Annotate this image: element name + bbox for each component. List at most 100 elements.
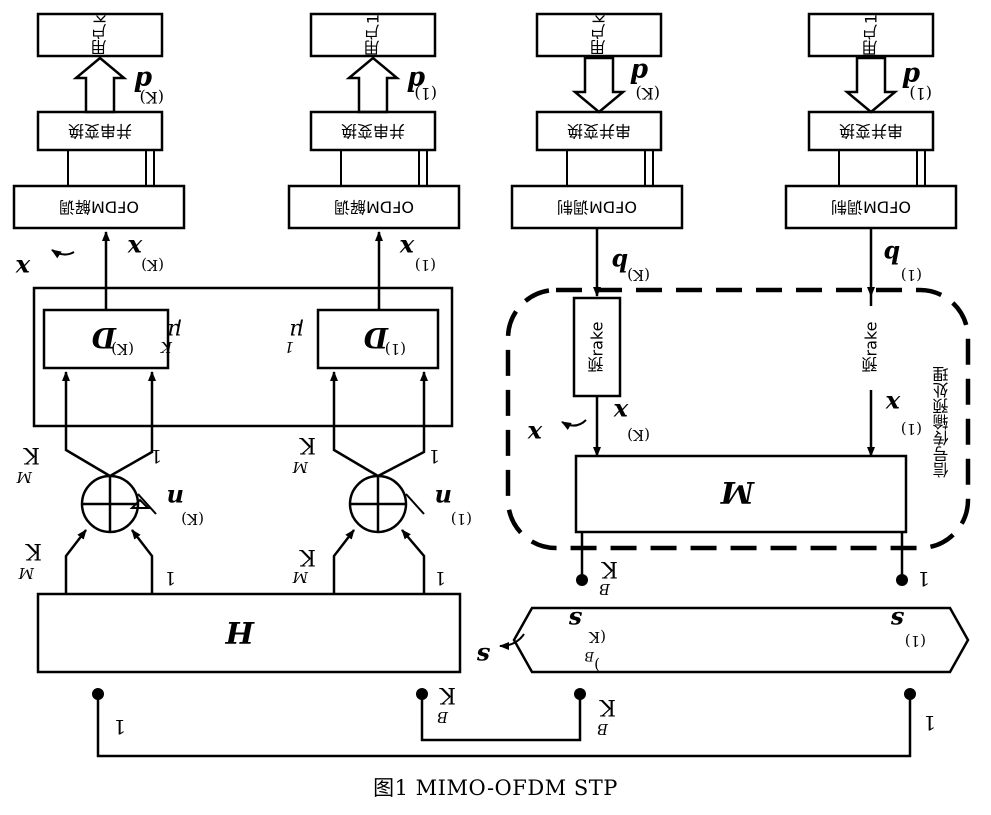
user-1-rx-label: 用户1 <box>364 14 383 56</box>
svg-text:(K): (K) <box>627 426 650 444</box>
svg-text:b: b <box>611 248 628 277</box>
h-port-1 <box>92 688 104 700</box>
svg-text:μ: μ <box>290 318 304 343</box>
label-1-m: 1 <box>917 567 930 591</box>
m-port-kb <box>576 574 588 586</box>
figure-caption: 图1 MIMO-OFDM STP <box>373 776 618 800</box>
label-1-h: 1 <box>113 715 126 739</box>
svg-text:用户k: 用户k <box>91 14 110 56</box>
svg-text:B: B <box>437 708 449 726</box>
svg-text:K: K <box>299 432 316 457</box>
svg-text:K: K <box>599 694 616 719</box>
s-port-1 <box>904 688 916 700</box>
label-x-right: x <box>527 420 543 449</box>
ps-converter-k <box>36 110 164 152</box>
svg-text:(K): (K) <box>181 510 204 528</box>
ofdm-demod-1-label: OFDM解调 <box>334 198 414 217</box>
svg-text:x: x <box>127 234 143 263</box>
svg-text:(1): (1) <box>901 266 922 284</box>
svg-text:x: x <box>885 390 901 419</box>
svg-text:预rake: 预rake <box>862 322 881 373</box>
svg-text:预rake: 预rake <box>588 322 607 373</box>
svg-text:(1): (1) <box>415 256 436 274</box>
svg-text:(1): (1) <box>451 510 472 528</box>
user-k-rx-box <box>36 12 164 58</box>
label-x-1: x (1) <box>399 234 436 274</box>
receiver-container <box>32 286 454 428</box>
label-x-left: x <box>15 254 31 283</box>
user-1-tx-label: 用户1 <box>862 14 881 56</box>
svg-text:x: x <box>399 234 415 263</box>
svg-text:1: 1 <box>435 567 446 588</box>
svg-text:(1): (1) <box>909 84 932 103</box>
decoder-1-box <box>316 308 440 370</box>
ofdm-mod-k-label: OFDM调制 <box>557 198 637 217</box>
svg-text:用户k: 用户k <box>590 14 609 56</box>
svg-text:用户1: 用户1 <box>862 14 881 56</box>
label-d-k-tx: d (K) <box>630 57 660 103</box>
sp-converter-k-label: 串并变换 <box>567 122 631 141</box>
prerake-1-label: 预rake <box>862 322 881 373</box>
svg-text:x: x <box>527 420 543 449</box>
label-xp-1: x (1) <box>885 390 922 438</box>
label-kb-s: K B <box>597 694 616 738</box>
svg-text:并串变换: 并串变换 <box>68 122 132 141</box>
svg-text:K: K <box>160 338 173 356</box>
label-n-k: n (K) <box>167 484 204 528</box>
svg-text:M: M <box>292 458 309 476</box>
svg-text:(1): (1) <box>414 84 437 103</box>
svg-text:1: 1 <box>284 338 294 356</box>
user-1-rx-box <box>309 12 437 58</box>
svg-text:信号传输预处理: 信号传输预处理 <box>933 366 952 478</box>
svg-text:B: B <box>597 720 609 738</box>
svg-text:用户1: 用户1 <box>364 14 383 56</box>
prerake-k-label: 预rake <box>588 322 607 373</box>
x-pointer-right <box>561 419 587 430</box>
svg-text:): ) <box>594 656 600 674</box>
ps-converter-1 <box>309 110 437 152</box>
svg-text:OFDM调制: OFDM调制 <box>557 198 637 217</box>
svg-text:d: d <box>630 57 648 87</box>
user-1-tx-box <box>807 12 935 58</box>
svg-text:b: b <box>883 240 900 269</box>
hollow-arrow-d-k-tx <box>571 56 627 114</box>
svg-text:s: s <box>568 606 583 635</box>
ofdm-demod-1 <box>287 184 461 230</box>
svg-text:1: 1 <box>151 445 162 466</box>
user-k-tx-label: 用户k <box>590 14 609 56</box>
svg-text:串并变换: 串并变换 <box>567 122 631 141</box>
decoder-k-box <box>42 308 170 370</box>
adder-k <box>80 474 140 534</box>
channel-h-label: H <box>224 614 255 649</box>
svg-text:x: x <box>15 254 31 283</box>
svg-text:B: B <box>599 580 611 598</box>
noise-lines <box>129 493 425 515</box>
svg-text:(K: (K <box>588 628 606 646</box>
svg-text:OFDM解调: OFDM解调 <box>59 198 139 217</box>
channel-h-box <box>36 592 462 674</box>
label-1-s: 1 <box>923 711 936 735</box>
bottom-wires <box>96 696 912 758</box>
label-b-k: b (K) <box>611 248 650 284</box>
svg-text:K: K <box>299 544 316 569</box>
svg-text:(1): (1) <box>385 340 406 358</box>
ps-converter-k-label: 并串变换 <box>68 122 132 141</box>
svg-text:D: D <box>91 321 117 354</box>
label-s: s <box>476 642 491 671</box>
label-mu-1: μ 1 <box>284 318 304 356</box>
signal-s-box <box>512 606 970 674</box>
hollow-arrow-d-k <box>72 56 128 114</box>
svg-text:K: K <box>25 538 42 563</box>
decoder-1-label: D (1) <box>363 321 406 358</box>
svg-text:1: 1 <box>429 445 440 466</box>
h-port-kb <box>416 688 428 700</box>
svg-text:K: K <box>601 556 618 581</box>
svg-text:M: M <box>16 468 33 486</box>
label-n-1: n (1) <box>435 484 472 528</box>
svg-text:M: M <box>18 564 35 582</box>
svg-text:D: D <box>363 321 389 354</box>
stp-region <box>505 287 971 551</box>
svg-text:H: H <box>224 614 255 649</box>
label-mu-k: μ K <box>160 318 182 356</box>
